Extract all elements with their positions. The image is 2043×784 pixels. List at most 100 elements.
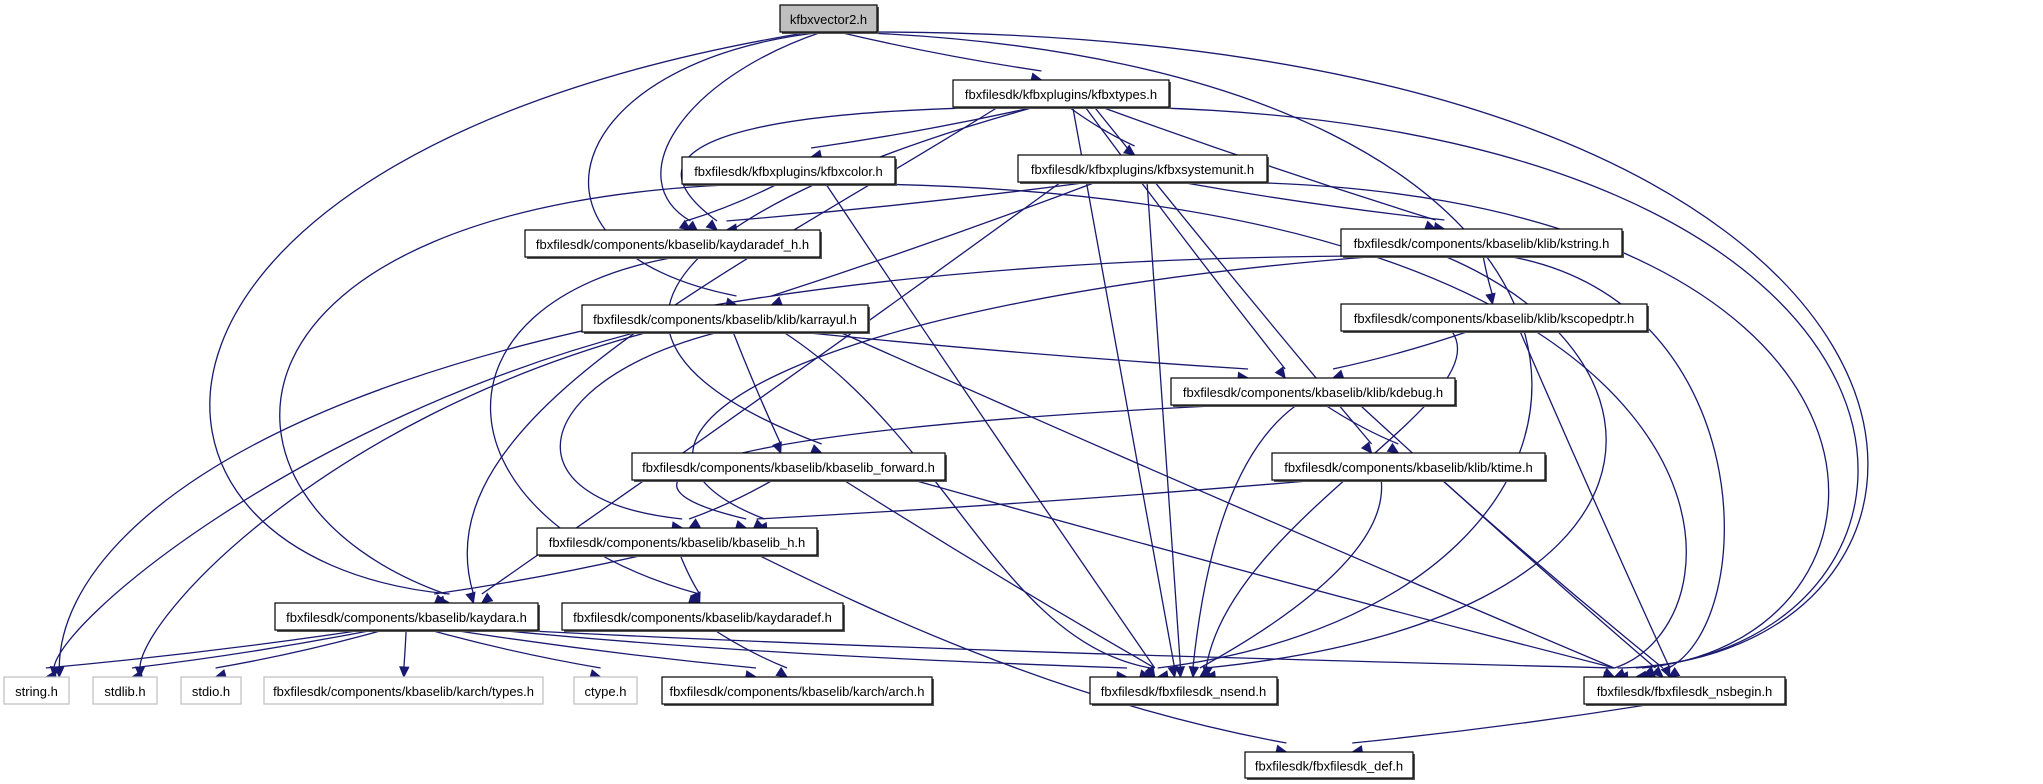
- node-kfbxtypes[interactable]: fbxfilesdk/kfbxplugins/kfbxtypes.h: [952, 79, 1171, 109]
- edge-kfbxsystemunit-to-karrayul: [771, 181, 1097, 297]
- edge-karrayul-to-nsbegin: [839, 331, 1615, 669]
- node-kstring[interactable]: fbxfilesdk/components/kbaselib/klib/kstr…: [1340, 228, 1624, 258]
- arrowhead-icon: [690, 591, 701, 605]
- edge-kfbxcolor-to-nsbegin: [873, 183, 1687, 669]
- node-label: fbxfilesdk/kfbxplugins/kfbxtypes.h: [965, 87, 1157, 102]
- node-box[interactable]: [581, 304, 869, 333]
- arrowhead-icon: [1386, 442, 1400, 454]
- edge-kfbxtypes-to-kdebug: [1084, 106, 1286, 370]
- node-box[interactable]: [1089, 676, 1278, 705]
- edge-kaydara-to-stdlib_h: [131, 629, 374, 669]
- node-box[interactable]: [1170, 377, 1456, 406]
- node-ctype-h: ctype.h: [573, 676, 638, 705]
- arrowhead-icon: [1167, 665, 1178, 679]
- node-box: [92, 676, 158, 705]
- edge-kfbxtypes-to-nsend: [1072, 106, 1176, 669]
- node-kaydaradef[interactable]: fbxfilesdk/components/kbaselib/kaydarade…: [561, 602, 845, 632]
- edge-kdebug-to-ktime: [1324, 404, 1399, 445]
- edge-kfbxtypes-to-kaydaradef_h: [680, 106, 1024, 222]
- arrowhead-icon: [705, 219, 719, 231]
- node-label: string.h: [15, 684, 58, 699]
- node-kfbxvector2[interactable]: kfbxvector2.h: [779, 4, 879, 34]
- node-box[interactable]: [952, 79, 1170, 108]
- node-nsend[interactable]: fbxfilesdk/fbxfilesdk_nsend.h: [1089, 676, 1279, 706]
- edge-karrayul-to-string_h: [53, 331, 638, 669]
- node-label: stdlib.h: [104, 684, 145, 699]
- arrowhead-icon: [688, 518, 701, 529]
- arrowhead-icon: [480, 592, 494, 604]
- node-types-h: fbxfilesdk/components/kbaselib/karch/typ…: [263, 676, 544, 705]
- node-label: fbxfilesdk/components/kbaselib/klib/karr…: [593, 312, 857, 327]
- node-box[interactable]: [661, 676, 933, 705]
- node-kscopedptr[interactable]: fbxfilesdk/components/kbaselib/klib/ksco…: [1340, 303, 1649, 333]
- node-karrayul[interactable]: fbxfilesdk/components/kbaselib/klib/karr…: [581, 304, 870, 334]
- node-box[interactable]: [1340, 228, 1623, 257]
- edge-kfbxtypes-to-nsbegin: [1120, 106, 1859, 669]
- node-kaydara[interactable]: fbxfilesdk/components/kbaselib/kaydara.h: [274, 602, 540, 632]
- nodes-layer: kfbxvector2.h fbxfilesdk/kfbxplugins/kfbx…: [3, 4, 1787, 780]
- edge-kfbxvector2-to-nsend: [843, 31, 1533, 669]
- node-label: fbxfilesdk/components/kbaselib/karch/arc…: [669, 684, 924, 699]
- node-box[interactable]: [1244, 751, 1414, 779]
- edge-kfbxvector2-to-karrayul: [588, 31, 825, 297]
- edge-nsbegin-to-def: [1352, 703, 1653, 744]
- node-box[interactable]: [1583, 676, 1786, 705]
- edge-kbaselib_h-to-kaydaradef: [679, 554, 701, 595]
- edge-kscopedptr-to-kdebug: [1332, 330, 1470, 370]
- node-box[interactable]: [1017, 154, 1268, 183]
- node-box[interactable]: [681, 156, 896, 185]
- node-arch-h[interactable]: fbxfilesdk/components/kbaselib/karch/arc…: [661, 676, 934, 706]
- node-string-h: string.h: [3, 676, 70, 705]
- edge-karrayul-to-kdebug: [799, 331, 1249, 370]
- edge-kfbxvector2-to-nsbegin: [865, 31, 1869, 669]
- node-box: [263, 676, 544, 705]
- node-def[interactable]: fbxfilesdk/fbxfilesdk_def.h: [1244, 751, 1415, 780]
- node-box[interactable]: [524, 229, 821, 258]
- edge-ktime-to-nsend: [1199, 479, 1382, 669]
- edge-kstring-to-string_h: [58, 255, 1370, 669]
- edge-kfbxsystemunit-to-kstring: [1179, 181, 1445, 221]
- node-box[interactable]: [1340, 303, 1648, 332]
- node-box[interactable]: [561, 602, 844, 631]
- node-kdebug[interactable]: fbxfilesdk/components/kbaselib/klib/kdeb…: [1170, 377, 1457, 407]
- edge-kaydaradef-to-arch_h: [713, 629, 788, 669]
- edge-kfbxsystemunit-to-kaydaradef_h: [726, 181, 1091, 222]
- node-kbaselib-h[interactable]: fbxfilesdk/components/kbaselib/kbaselib_…: [536, 527, 819, 557]
- arrowhead-icon: [1644, 666, 1657, 678]
- node-box[interactable]: [536, 527, 818, 556]
- edge-kfbxcolor-to-kaydara: [279, 183, 753, 595]
- edge-kfbxcolor-to-nsend: [825, 183, 1156, 669]
- arrowhead-icon: [1360, 441, 1373, 454]
- node-label: fbxfilesdk/components/kbaselib/klib/kstr…: [1354, 236, 1610, 251]
- edge-kbaselib_forward-to-nsbegin: [912, 479, 1615, 669]
- node-label: fbxfilesdk/fbxfilesdk_def.h: [1255, 759, 1403, 774]
- node-label: fbxfilesdk/components/kbaselib/kaydarade…: [536, 237, 809, 252]
- edge-kfbxsystemunit-to-nsbegin: [1202, 181, 1830, 669]
- edge-kfbxtypes-to-kbaselib_forward: [667, 106, 1036, 445]
- node-label: fbxfilesdk/components/kbaselib/kbaselib_…: [642, 460, 935, 475]
- node-box[interactable]: [1271, 452, 1546, 481]
- node-kfbxsystemunit[interactable]: fbxfilesdk/kfbxplugins/kfbxsystemunit.h: [1017, 154, 1269, 184]
- node-ktime[interactable]: fbxfilesdk/components/kbaselib/klib/ktim…: [1271, 452, 1547, 482]
- edge-karrayul-to-stdlib_h: [139, 331, 649, 669]
- node-label: fbxfilesdk/components/kbaselib/kaydarade…: [573, 610, 832, 625]
- node-kaydaradef-h[interactable]: fbxfilesdk/components/kbaselib/kaydarade…: [524, 229, 822, 259]
- node-label: fbxfilesdk/components/kbaselib/klib/ksco…: [1354, 311, 1634, 326]
- arrowhead-icon: [465, 591, 476, 605]
- node-kbaselib-forward[interactable]: fbxfilesdk/components/kbaselib/kbaselib_…: [631, 452, 947, 482]
- edge-kaydara-to-arch_h: [452, 629, 757, 669]
- edge-karrayul-to-kbaselib_h: [559, 331, 720, 520]
- node-box[interactable]: [779, 4, 878, 33]
- arrowhead-icon: [775, 666, 789, 678]
- edge-kbaselib_forward-to-kbaselib_h: [688, 479, 774, 520]
- node-box[interactable]: [274, 602, 539, 631]
- node-nsbegin[interactable]: fbxfilesdk/fbxfilesdk_nsbegin.h: [1583, 676, 1787, 706]
- edges-layer: [44, 31, 1869, 756]
- node-label: stdio.h: [192, 684, 230, 699]
- node-kfbxcolor[interactable]: fbxfilesdk/kfbxplugins/kfbxcolor.h: [681, 156, 897, 186]
- node-box[interactable]: [631, 452, 946, 481]
- arrowhead-icon: [1613, 668, 1627, 679]
- edge-kscopedptr-to-nsbegin: [1519, 330, 1671, 669]
- node-box: [180, 676, 242, 705]
